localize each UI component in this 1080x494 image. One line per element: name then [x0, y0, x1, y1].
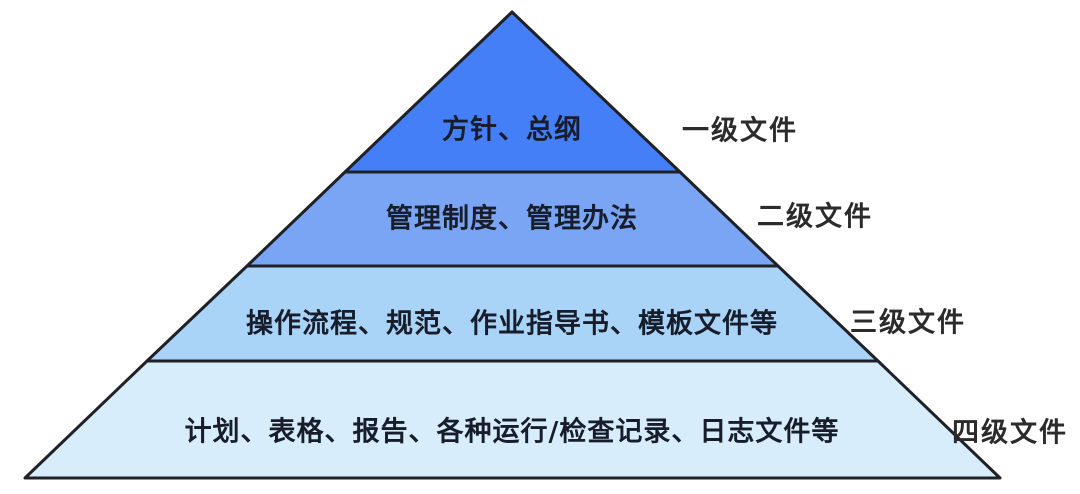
tier-1-shape — [343, 10, 682, 174]
tier-4-side-label: 四级文件 — [952, 417, 1068, 449]
tier-3-label: 操作流程、规范、作业指导书、模板文件等 — [246, 308, 778, 340]
tier-2-label: 管理制度、管理办法 — [386, 203, 638, 235]
tier-1-side-label: 一级文件 — [682, 115, 798, 147]
tier-3-side-label: 三级文件 — [850, 307, 966, 339]
tier-1-label: 方针、总纲 — [442, 114, 582, 146]
tier-4-shape — [23, 359, 1002, 480]
tier-4-label: 计划、表格、报告、各种运行/检查记录、日志文件等 — [184, 416, 840, 448]
tier-2-side-label: 二级文件 — [757, 201, 873, 233]
